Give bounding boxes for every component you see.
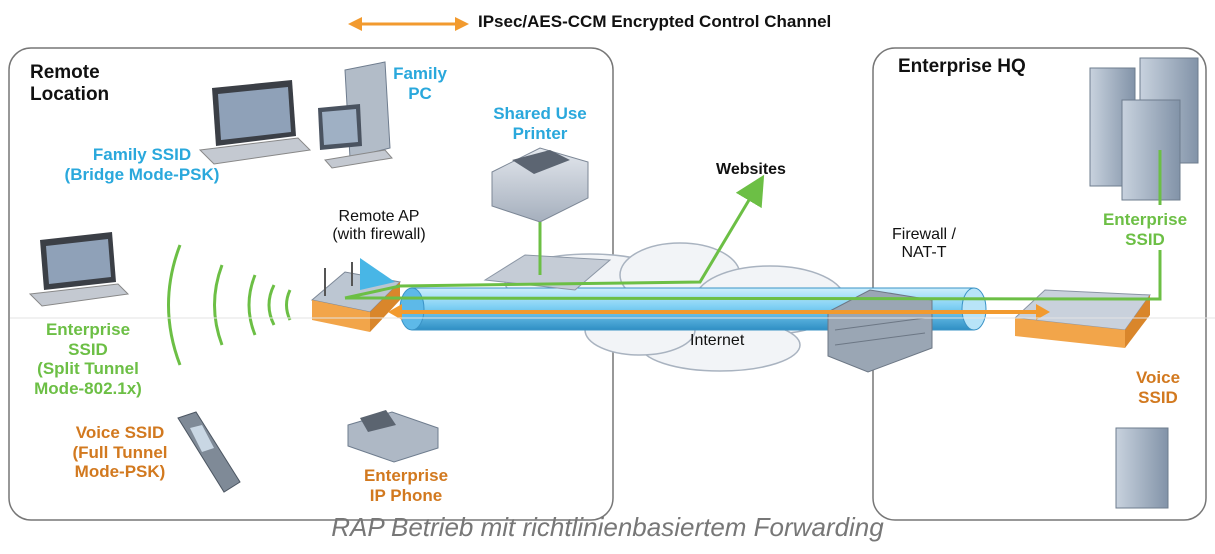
voice-ssid-line1: Voice SSID <box>75 423 165 442</box>
remote-ap-icon <box>310 258 402 332</box>
enterprise-ssid-hq-label: Enterprise SSID <box>1095 210 1195 249</box>
remote-ap-line1: Remote AP <box>338 208 420 225</box>
remote-ap-line2: (with firewall) <box>332 226 426 244</box>
ip-phone-icon <box>347 410 439 463</box>
firewall-label: Firewall / NAT-T <box>884 226 964 263</box>
voice-ssid-line3: Mode-PSK) <box>74 462 166 482</box>
websites-label: Websites <box>716 161 786 178</box>
family-pc-line1: Family <box>393 64 447 83</box>
legend-arrow-icon <box>348 17 469 31</box>
voice-server-icon <box>1115 427 1169 509</box>
ip-phone-line1: Enterprise <box>363 466 449 485</box>
server-rack-icon <box>1089 57 1199 201</box>
shared-printer-line1: Shared Use <box>493 104 587 123</box>
family-ssid-line2: (Bridge Mode-PSK) <box>64 164 220 184</box>
enterprise-ssid-remote-label: Enterprise SSID (Split Tunnel Mode-802.1… <box>14 320 162 398</box>
firewall-line1: Firewall / <box>891 226 956 243</box>
internet-label: Internet <box>690 332 745 349</box>
family-ssid-label: Family SSID (Bridge Mode-PSK) <box>58 145 226 184</box>
family-pc-icon <box>318 61 393 169</box>
remote-title-line1: Remote <box>30 62 100 83</box>
data-links <box>344 150 1162 301</box>
voice-ssid-line2: (Full Tunnel <box>72 442 168 462</box>
legend-label: IPsec/AES-CCM Encrypted Control Channel <box>478 12 832 31</box>
family-laptop-icon <box>198 80 312 165</box>
remote-location-title: Remote Location <box>30 62 109 106</box>
hq-enterprise-ssid-line2: SSID <box>1125 229 1165 249</box>
voice-ssid-remote-label: Voice SSID (Full Tunnel Mode-PSK) <box>60 423 180 482</box>
remote-ap-label: Remote AP (with firewall) <box>305 208 453 245</box>
enterprise-ssid-line4: Mode-802.1x) <box>34 378 142 398</box>
voice-handset-icon <box>177 411 241 493</box>
printer-icon <box>491 147 589 223</box>
firewall-line2: NAT-T <box>901 244 947 262</box>
encrypted-channel-arrow-icon <box>388 304 1050 320</box>
voice-ssid-hq-label: Voice SSID <box>1128 368 1188 407</box>
enterprise-laptop-icon <box>28 232 130 307</box>
enterprise-hq-title: Enterprise HQ <box>898 56 1026 77</box>
family-pc-label: Family PC <box>392 64 448 103</box>
family-ssid-line1: Family SSID <box>92 145 192 164</box>
shared-printer-line2: Printer <box>512 123 568 143</box>
remote-title-line2: Location <box>30 83 110 105</box>
hq-voice-ssid-line2: SSID <box>1138 387 1178 407</box>
enterprise-ssid-line3: (Split Tunnel <box>37 359 139 379</box>
hq-voice-ssid-line1: Voice <box>1135 368 1181 387</box>
family-pc-line2: PC <box>408 83 432 103</box>
enterprise-ssid-line2: SSID <box>68 339 108 359</box>
wireless-signal-icon <box>167 244 292 366</box>
hq-enterprise-ssid-line1: Enterprise <box>1102 210 1188 229</box>
enterprise-ssid-line1: Enterprise <box>45 320 131 339</box>
switch-icon <box>483 254 612 291</box>
ip-phone-label: Enterprise IP Phone <box>346 466 466 505</box>
ip-phone-line2: IP Phone <box>369 485 443 505</box>
figure-caption: RAP Betrieb mit richtlinienbasiertem For… <box>331 512 884 542</box>
shared-printer-label: Shared Use Printer <box>476 104 604 143</box>
